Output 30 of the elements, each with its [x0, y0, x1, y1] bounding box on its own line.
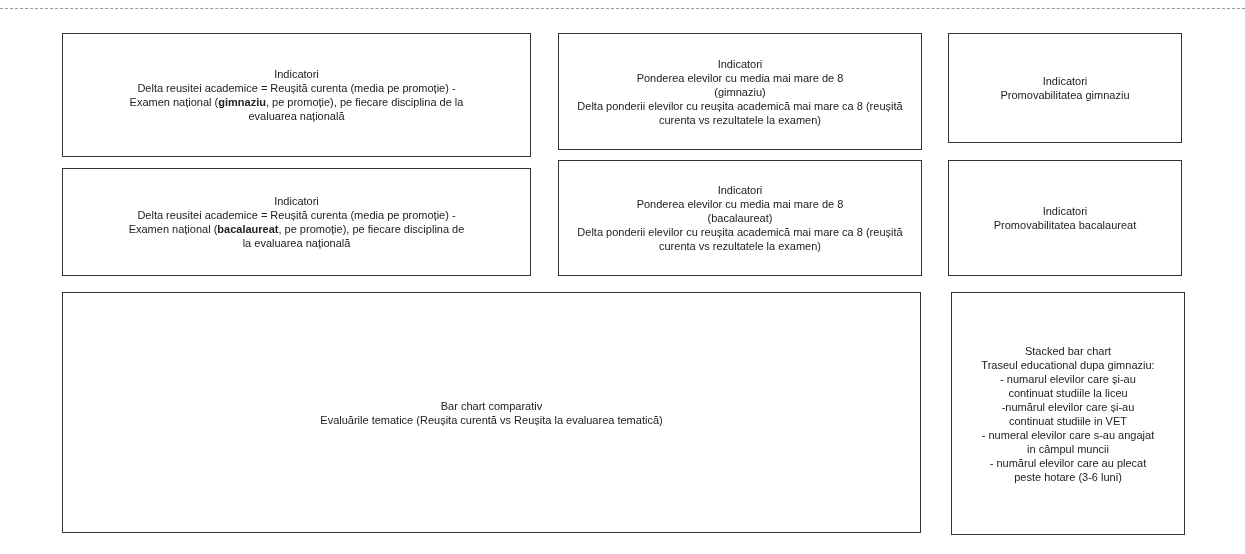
card-text: - numarul elevilor care și-au continuat studiile la liceu — [999, 371, 1137, 400]
indicator-card — [558, 160, 922, 276]
card-text: Delta ponderii elevilor cu reușita academică mai mare ca 8 (reușită curenta vs rezultatele la examen) — [576, 98, 904, 127]
card-text: - numărul elevilor care au plecat peste hotare (3-6 luni) — [988, 455, 1148, 484]
card-text: - numeral elevilor care s-au angajat in câmpul muncii — [980, 427, 1156, 456]
card-heading: Indicatori — [274, 194, 319, 208]
indicator-card — [948, 160, 1182, 276]
chart-card — [62, 292, 921, 533]
card-text: Evaluările tematice (Reușita curentă vs Reușita la evaluarea tematică) — [320, 412, 663, 427]
card-text: Traseul educational dupa gimnaziu: — [981, 357, 1155, 372]
card-heading: Indicatori — [717, 56, 763, 71]
card-text: Promovabilitatea bacalaureat — [993, 218, 1137, 232]
card-text: Promovabilitatea gimnaziu — [1000, 88, 1130, 102]
indicator-card — [62, 168, 531, 276]
card-text: Ponderea elevilor cu media mai mare de 8 (bacalaureat) — [635, 197, 845, 225]
card-text: -numărul elevilor care și-au continuat studiile in VET — [1000, 399, 1136, 428]
card-heading: Indicatori — [717, 183, 763, 197]
card-heading: Indicatori — [274, 67, 319, 81]
chart-card — [951, 292, 1185, 535]
card-text: Delta ponderii elevilor cu reușita academică mai mare ca 8 (reușită curenta vs rezultatele la examen) — [576, 225, 904, 253]
card-heading: Indicatori — [1042, 204, 1088, 218]
indicator-card — [558, 33, 922, 150]
card-text: Delta reusitei academice = Reușită curenta (media pe promoție) - Examen național (bacalaureat, pe promoție), pe fiecare disciplina de la evaluarea națională — [127, 208, 466, 250]
indicator-card — [62, 33, 531, 157]
card-heading: Bar chart comparativ — [440, 398, 543, 413]
card-text: Delta reusitei academice = Reușită curenta (media pe promoție) - Examen național (gimnaziu, pe promoție), pe fiecare disciplina de la evaluarea națională — [128, 81, 465, 123]
card-heading: Stacked bar chart — [1024, 343, 1112, 358]
card-text: Ponderea elevilor cu media mai mare de 8 (gimnaziu) — [635, 70, 845, 99]
card-heading: Indicatori — [1042, 74, 1088, 88]
indicator-card — [948, 33, 1182, 143]
